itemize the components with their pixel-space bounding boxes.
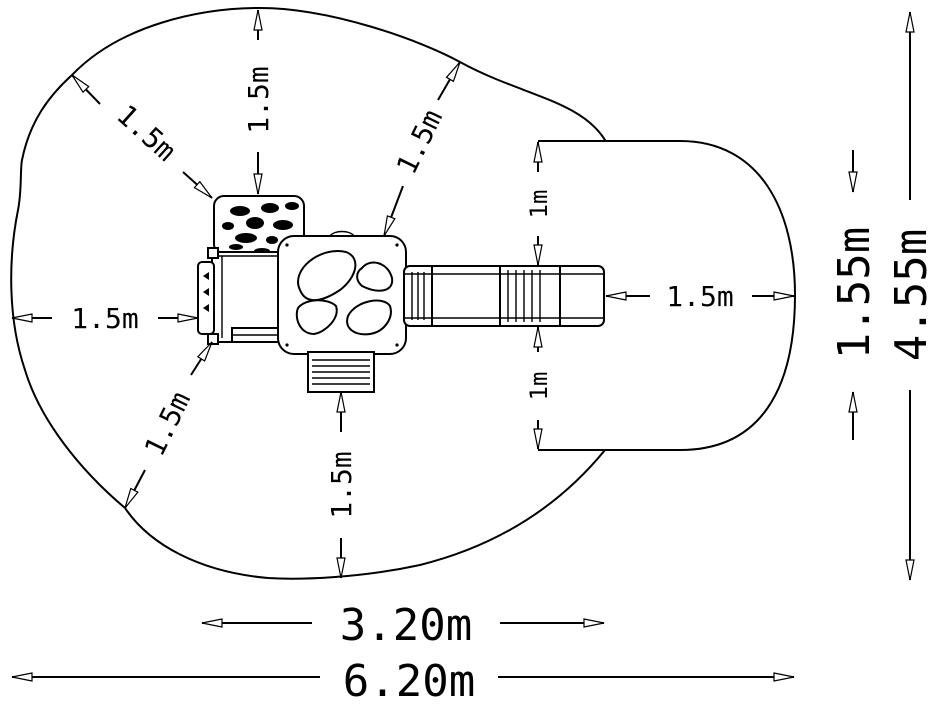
dim-top-left (71, 74, 213, 199)
label-clearance-top-left: 1.5m (110, 98, 182, 168)
side-panel (197, 261, 215, 335)
label-clearance-left: 1.5m (71, 302, 138, 335)
label-clearance-top-right: 1.5m (390, 104, 449, 179)
dim-bottom-left (124, 341, 213, 509)
label-clearance-slide-end: 1.5m (666, 280, 733, 313)
dim-top-right (383, 61, 461, 237)
main-panel (277, 235, 407, 355)
label-clearance-bottom: 1.5m (325, 451, 358, 518)
label-equipment-width: 3.20m (340, 600, 472, 651)
label-equipment-depth: 1.55m (829, 227, 880, 359)
climbing-holds (222, 202, 299, 254)
label-clearance-bottom-left: 1.5m (138, 386, 197, 461)
slide (403, 265, 605, 327)
label-total-width: 6.20m (343, 656, 475, 700)
safety-zone-outline (10, 6, 797, 580)
label-slide-side-bottom: 1m (525, 372, 553, 401)
play-structure (197, 195, 605, 393)
slide-zone-boundary (538, 140, 605, 451)
panel-cutouts (295, 250, 394, 336)
post (207, 247, 219, 259)
label-clearance-top: 1.5m (242, 66, 275, 133)
label-total-depth: 4.55m (886, 229, 933, 361)
label-slide-side-top: 1m (525, 190, 553, 219)
post (207, 333, 219, 345)
